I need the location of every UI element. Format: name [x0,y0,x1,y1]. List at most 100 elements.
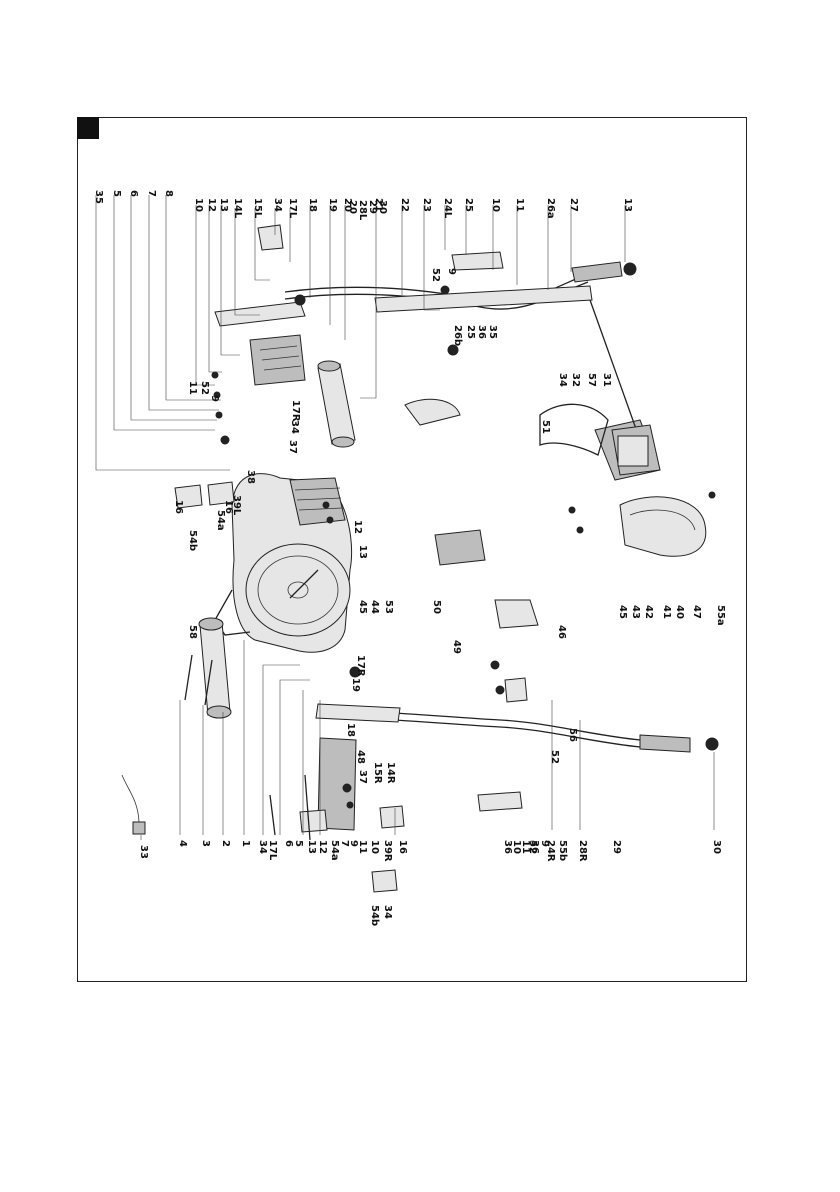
part-label: 12 [352,520,363,534]
part-label: 9 [446,268,457,275]
part-label: 52 [199,381,210,395]
part-label: 50 [431,600,442,614]
part-label: 10 [369,840,380,854]
leader-lines-bottom [140,640,715,840]
part-label: 27 [568,198,579,212]
part-label: 13 [306,840,317,854]
part-label: 14R [385,762,396,784]
part-label: 12 [206,198,217,212]
part-label: 53 [383,600,394,614]
power-adapter [121,774,146,835]
part-label: 28L [357,200,368,221]
left-pedal-arm [214,301,306,386]
part-label: 11 [520,840,531,854]
part-label: 6 [128,190,139,197]
leader-lines [95,195,626,471]
part-label: 11 [187,381,198,395]
part-label: 9 [539,840,550,847]
part-label: 11 [514,198,525,212]
part-label: 6 [283,840,294,847]
part-label: 1 [240,840,251,847]
part-label: 16 [223,500,234,514]
part-label: 5 [111,190,122,197]
part-label: 13 [218,198,229,212]
part-label: 10 [490,198,501,212]
covers [404,398,539,629]
part-label: 18 [307,198,318,212]
part-label: 11 [357,840,368,854]
part-label: 20 [347,200,358,214]
part-label: 54b [369,905,380,926]
part-label: 40 [674,605,685,619]
part-label: 48 [355,750,366,764]
part-label: 43 [630,605,641,619]
part-label: 34 [557,373,568,387]
part-label: 37 [287,440,298,454]
part-label: 24R [545,840,556,862]
part-label: 28R [577,840,588,862]
part-label: 13 [622,198,633,212]
part-label: 29 [367,200,378,214]
part-label: 30 [377,200,388,214]
part-label: 25 [463,198,474,212]
part-label: 17L [287,198,298,219]
part-label: 9 [209,395,220,402]
part-label: 24L [442,198,453,219]
part-label: 45 [357,600,368,614]
rear-stabilizer [317,360,356,448]
part-label: 56 [567,728,578,742]
part-label: 9 [348,840,359,847]
figure-corner-marker [77,117,99,139]
part-label: 55b [557,840,568,861]
part-label: 17R [355,655,366,677]
part-label: 5 [293,840,304,847]
diagram-frame [77,117,747,982]
console-display [539,403,661,476]
part-label: 36 [529,840,540,854]
part-label: 15R [372,762,383,784]
part-label: 10 [511,840,522,854]
part-label: 38 [245,470,256,484]
part-label: 34 [257,840,268,854]
part-label: 52 [527,840,538,854]
part-label: 18 [345,723,356,737]
part-label: 35 [93,190,104,204]
frame-body [214,473,353,653]
part-label: 7 [339,840,350,847]
part-label: 14L [232,198,243,219]
part-label: 2 [220,840,231,847]
part-label: 36 [502,840,513,854]
part-label: 57 [586,373,597,387]
part-label: 3 [200,840,211,847]
part-label: 22 [399,198,410,212]
part-label: 4 [177,840,188,847]
part-label: 26a [545,198,556,219]
part-label: 41 [661,605,672,619]
part-label: 20 [342,198,353,212]
part-label: 29 [611,840,622,854]
part-label: 54a [329,840,340,861]
part-label: 21 [373,198,384,212]
part-label: 42 [643,605,654,619]
part-label: 52 [549,750,560,764]
part-label: 34 [289,420,300,434]
part-label: 46 [556,625,567,639]
part-label: 39R [382,840,393,862]
part-label: 34 [272,198,283,212]
part-label: 39L [231,495,242,516]
part-label: 51 [540,420,551,434]
part-label: 54a [215,510,226,531]
hardware [184,285,716,841]
part-label: 13 [357,545,368,559]
part-label: 10 [193,198,204,212]
part-label: 7 [146,190,157,197]
part-label: 33 [138,845,149,859]
part-label: 31 [601,373,612,387]
part-label: 19 [327,198,338,212]
part-label: 36 [476,325,487,339]
part-label: 49 [451,640,462,654]
part-label: 52 [430,268,441,282]
part-label: 35 [487,325,498,339]
